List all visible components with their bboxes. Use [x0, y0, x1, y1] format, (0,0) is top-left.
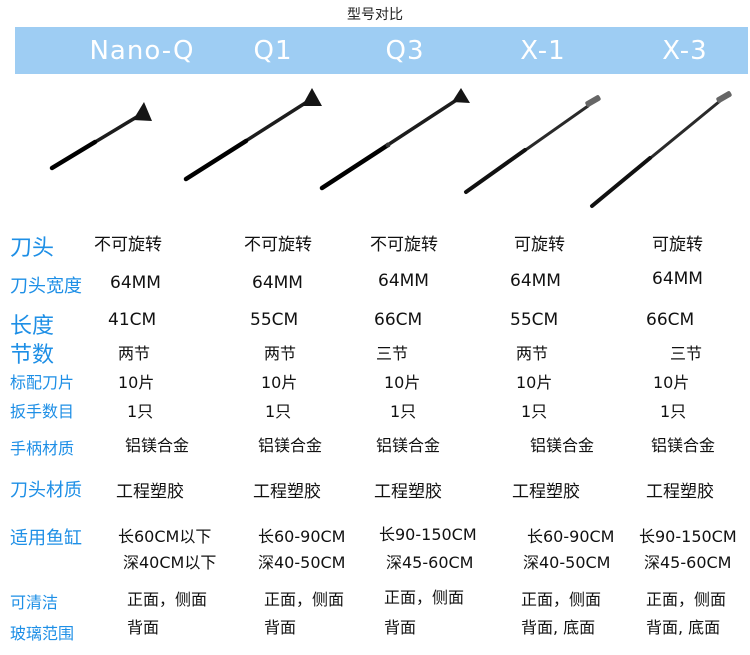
label-head-width: 刀头宽度 — [10, 276, 82, 297]
cell-sections-q3: 三节 — [376, 344, 409, 363]
cell-clean-back-nano-q: 背面 — [127, 618, 160, 637]
cell-handle-nano-q: 铝镁合金 — [125, 436, 190, 455]
cell-blades-x3: 10片 — [653, 373, 690, 392]
product-image-nano-q — [49, 102, 152, 171]
model-nano-q: Nano-Q — [89, 36, 195, 66]
product-image-x3 — [590, 91, 732, 208]
cell-clean-sides-x3: 正面，侧面 — [646, 590, 727, 609]
label-handle: 手柄材质 — [10, 439, 75, 458]
cell-sections-q1: 两节 — [264, 344, 297, 363]
cell-wrench-q1: 1只 — [265, 402, 292, 421]
product-image-x1 — [464, 95, 601, 194]
product-image-q1 — [183, 88, 322, 182]
label-clean-1: 可清洁 — [10, 593, 59, 612]
cell-clean-back-q3: 背面 — [384, 618, 417, 637]
cell-clean-sides-q1: 正面，侧面 — [264, 590, 345, 609]
model-q1: Q1 — [253, 36, 293, 66]
cell-tank-depth-q3: 深45-60CM — [386, 553, 474, 572]
cell-head-width-x1: 64MM — [510, 271, 561, 291]
cell-length-q3: 66CM — [374, 310, 423, 330]
cell-clean-back-x3: 背面, 底面 — [646, 618, 721, 637]
cell-wrench-x3: 1只 — [660, 402, 687, 421]
cell-tank-depth-x1: 深40-50CM — [523, 553, 611, 572]
cell-sections-x1: 两节 — [516, 344, 549, 363]
cell-head-type-nano-q: 不可旋转 — [94, 235, 162, 255]
cell-head-width-x3: 64MM — [652, 269, 703, 289]
cell-tank-length-q3: 长90-150CM — [379, 525, 477, 544]
cell-head-material-x1: 工程塑胶 — [512, 482, 580, 502]
cell-blades-nano-q: 10片 — [118, 373, 155, 392]
cell-head-type-q1: 不可旋转 — [244, 235, 312, 255]
model-header-bar — [15, 27, 748, 74]
cell-tank-depth-q1: 深40-50CM — [258, 553, 346, 572]
label-head-material: 刀头材质 — [10, 480, 82, 501]
cell-clean-sides-x1: 正面，侧面 — [521, 590, 602, 609]
label-wrench: 扳手数目 — [10, 402, 75, 421]
cell-head-width-q1: 64MM — [252, 273, 303, 293]
cell-length-nano-q: 41CM — [108, 310, 157, 330]
label-clean-2: 玻璃范围 — [10, 624, 75, 643]
cell-head-type-x1: 可旋转 — [514, 235, 565, 255]
cell-tank-depth-x3: 深45-60CM — [644, 553, 732, 572]
cell-head-material-x3: 工程塑胶 — [646, 482, 714, 502]
page-title: 型号对比 — [347, 7, 403, 23]
cell-clean-back-q1: 背面 — [264, 618, 297, 637]
cell-sections-nano-q: 两节 — [118, 344, 151, 363]
cell-tank-depth-nano-q: 深40CM以下 — [123, 553, 217, 572]
cell-tank-length-x3: 长90-150CM — [639, 527, 737, 546]
cell-head-material-q1: 工程塑胶 — [253, 482, 321, 502]
label-tank: 适用鱼缸 — [10, 528, 82, 549]
cell-wrench-x1: 1只 — [521, 402, 548, 421]
cell-handle-q1: 铝镁合金 — [258, 436, 323, 455]
cell-clean-sides-q3: 正面，侧面 — [384, 588, 465, 607]
product-image-q3 — [319, 88, 470, 191]
cell-head-width-q3: 64MM — [378, 271, 429, 291]
cell-tank-length-x1: 长60-90CM — [527, 527, 615, 546]
cell-blades-q3: 10片 — [384, 373, 421, 392]
cell-blades-x1: 10片 — [516, 373, 553, 392]
cell-head-type-q3: 不可旋转 — [370, 235, 438, 255]
cell-handle-q3: 铝镁合金 — [376, 436, 441, 455]
cell-wrench-q3: 1只 — [390, 402, 417, 421]
label-length: 长度 — [10, 314, 55, 339]
cell-head-width-nano-q: 64MM — [110, 273, 161, 293]
cell-head-material-q3: 工程塑胶 — [374, 482, 442, 502]
cell-sections-x3: 三节 — [670, 344, 703, 363]
label-sections: 节数 — [10, 343, 55, 368]
cell-head-material-nano-q: 工程塑胶 — [116, 482, 184, 502]
model-x3: X-3 — [662, 36, 708, 66]
cell-wrench-nano-q: 1只 — [127, 402, 154, 421]
model-x1: X-1 — [520, 36, 566, 66]
model-q3: Q3 — [385, 36, 425, 66]
cell-tank-length-q1: 长60-90CM — [258, 527, 346, 546]
cell-length-x1: 55CM — [510, 310, 559, 330]
cell-length-q1: 55CM — [250, 310, 299, 330]
label-blades: 标配刀片 — [10, 373, 75, 392]
label-head-type: 刀头 — [10, 236, 55, 261]
cell-tank-length-nano-q: 长60CM以下 — [118, 527, 212, 546]
cell-blades-q1: 10片 — [261, 373, 298, 392]
product-images — [49, 88, 732, 208]
cell-clean-sides-nano-q: 正面，侧面 — [127, 590, 208, 609]
cell-head-type-x3: 可旋转 — [652, 235, 703, 255]
cell-clean-back-x1: 背面, 底面 — [521, 618, 596, 637]
cell-handle-x3: 铝镁合金 — [651, 436, 716, 455]
cell-length-x3: 66CM — [646, 310, 695, 330]
cell-handle-x1: 铝镁合金 — [530, 436, 595, 455]
